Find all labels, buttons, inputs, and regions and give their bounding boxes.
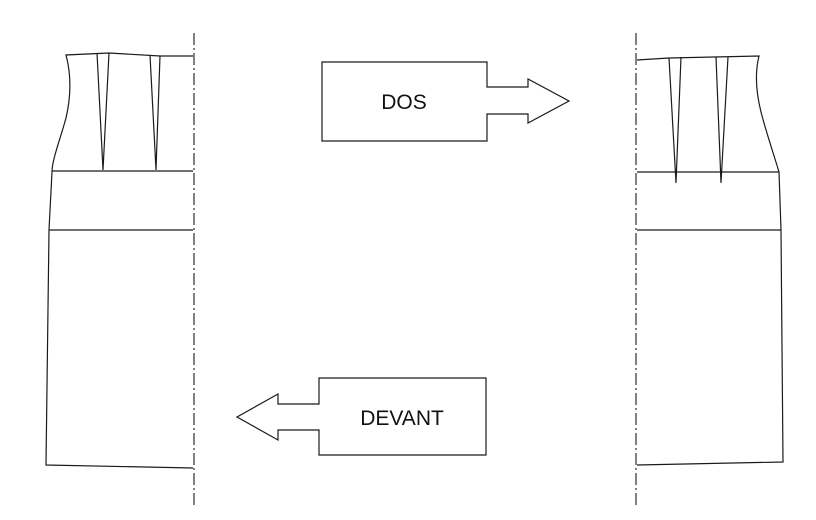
right-dart-2 xyxy=(715,56,729,184)
front-arrow-icon xyxy=(235,377,487,456)
front-label-box: DEVANT xyxy=(235,377,487,456)
front-label: DEVANT xyxy=(360,407,444,430)
left-piece-outline xyxy=(45,52,194,469)
right-pattern-piece xyxy=(636,55,784,466)
right-dart-1 xyxy=(668,56,682,184)
back-label: DOS xyxy=(381,91,427,114)
back-arrow-icon xyxy=(321,61,571,142)
right-piece-outline xyxy=(636,55,784,466)
back-label-box: DOS xyxy=(321,61,571,142)
left-dart-2 xyxy=(149,54,161,171)
left-dart-1 xyxy=(96,52,110,171)
left-pattern-piece xyxy=(45,52,194,469)
